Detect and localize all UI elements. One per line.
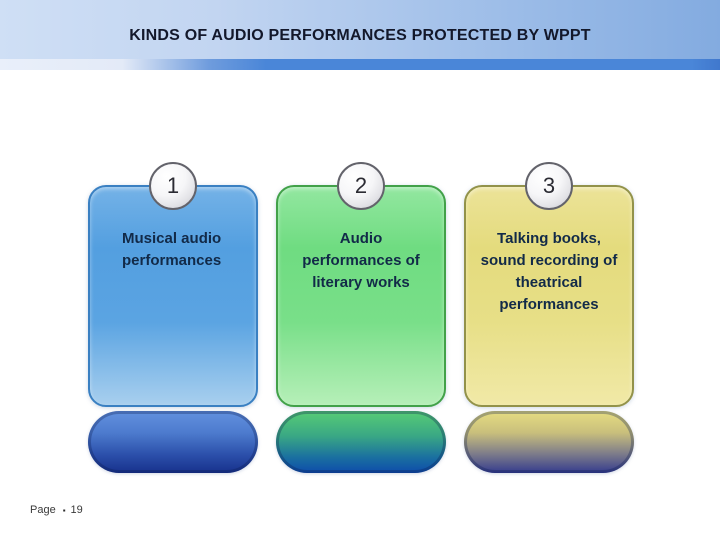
- step-card-3: 3 Talking books, sound recording of thea…: [464, 162, 634, 473]
- page-label: Page: [30, 504, 56, 516]
- step-1-number-badge: 1: [149, 162, 197, 210]
- step-1-text: Musical audio performances: [122, 230, 222, 269]
- page-number: 19: [70, 504, 83, 516]
- step-card-2: 2 Audio performances of literary works: [276, 162, 446, 473]
- accent-stripe: [0, 59, 720, 70]
- slide-title: KINDS OF AUDIO PERFORMANCES PROTECTED BY…: [129, 26, 591, 44]
- step-3-number-badge: 3: [525, 162, 573, 210]
- step-3-number: 3: [542, 173, 556, 198]
- step-3-body: Talking books, sound recording of theatr…: [464, 185, 634, 407]
- step-1-body: Musical audio performances: [88, 185, 258, 407]
- page-footer: Page ▪ 19: [30, 504, 83, 516]
- step-2-base-shape: [276, 411, 446, 473]
- steps-row: 1 Musical audio performances 2 Audio per…: [88, 162, 634, 473]
- step-card-1: 1 Musical audio performances: [88, 162, 258, 473]
- title-bar: KINDS OF AUDIO PERFORMANCES PROTECTED BY…: [0, 0, 720, 59]
- step-1-number: 1: [166, 173, 180, 198]
- step-1-base-shape: [88, 411, 258, 473]
- page-bullet-icon: ▪: [62, 505, 66, 515]
- step-2-body: Audio performances of literary works: [276, 185, 446, 407]
- step-2-number-badge: 2: [337, 162, 385, 210]
- step-2-text: Audio performances of literary works: [302, 230, 420, 291]
- step-3-base-shape: [464, 411, 634, 473]
- step-2-number: 2: [354, 173, 368, 198]
- step-3-text: Talking books, sound recording of theatr…: [480, 230, 618, 313]
